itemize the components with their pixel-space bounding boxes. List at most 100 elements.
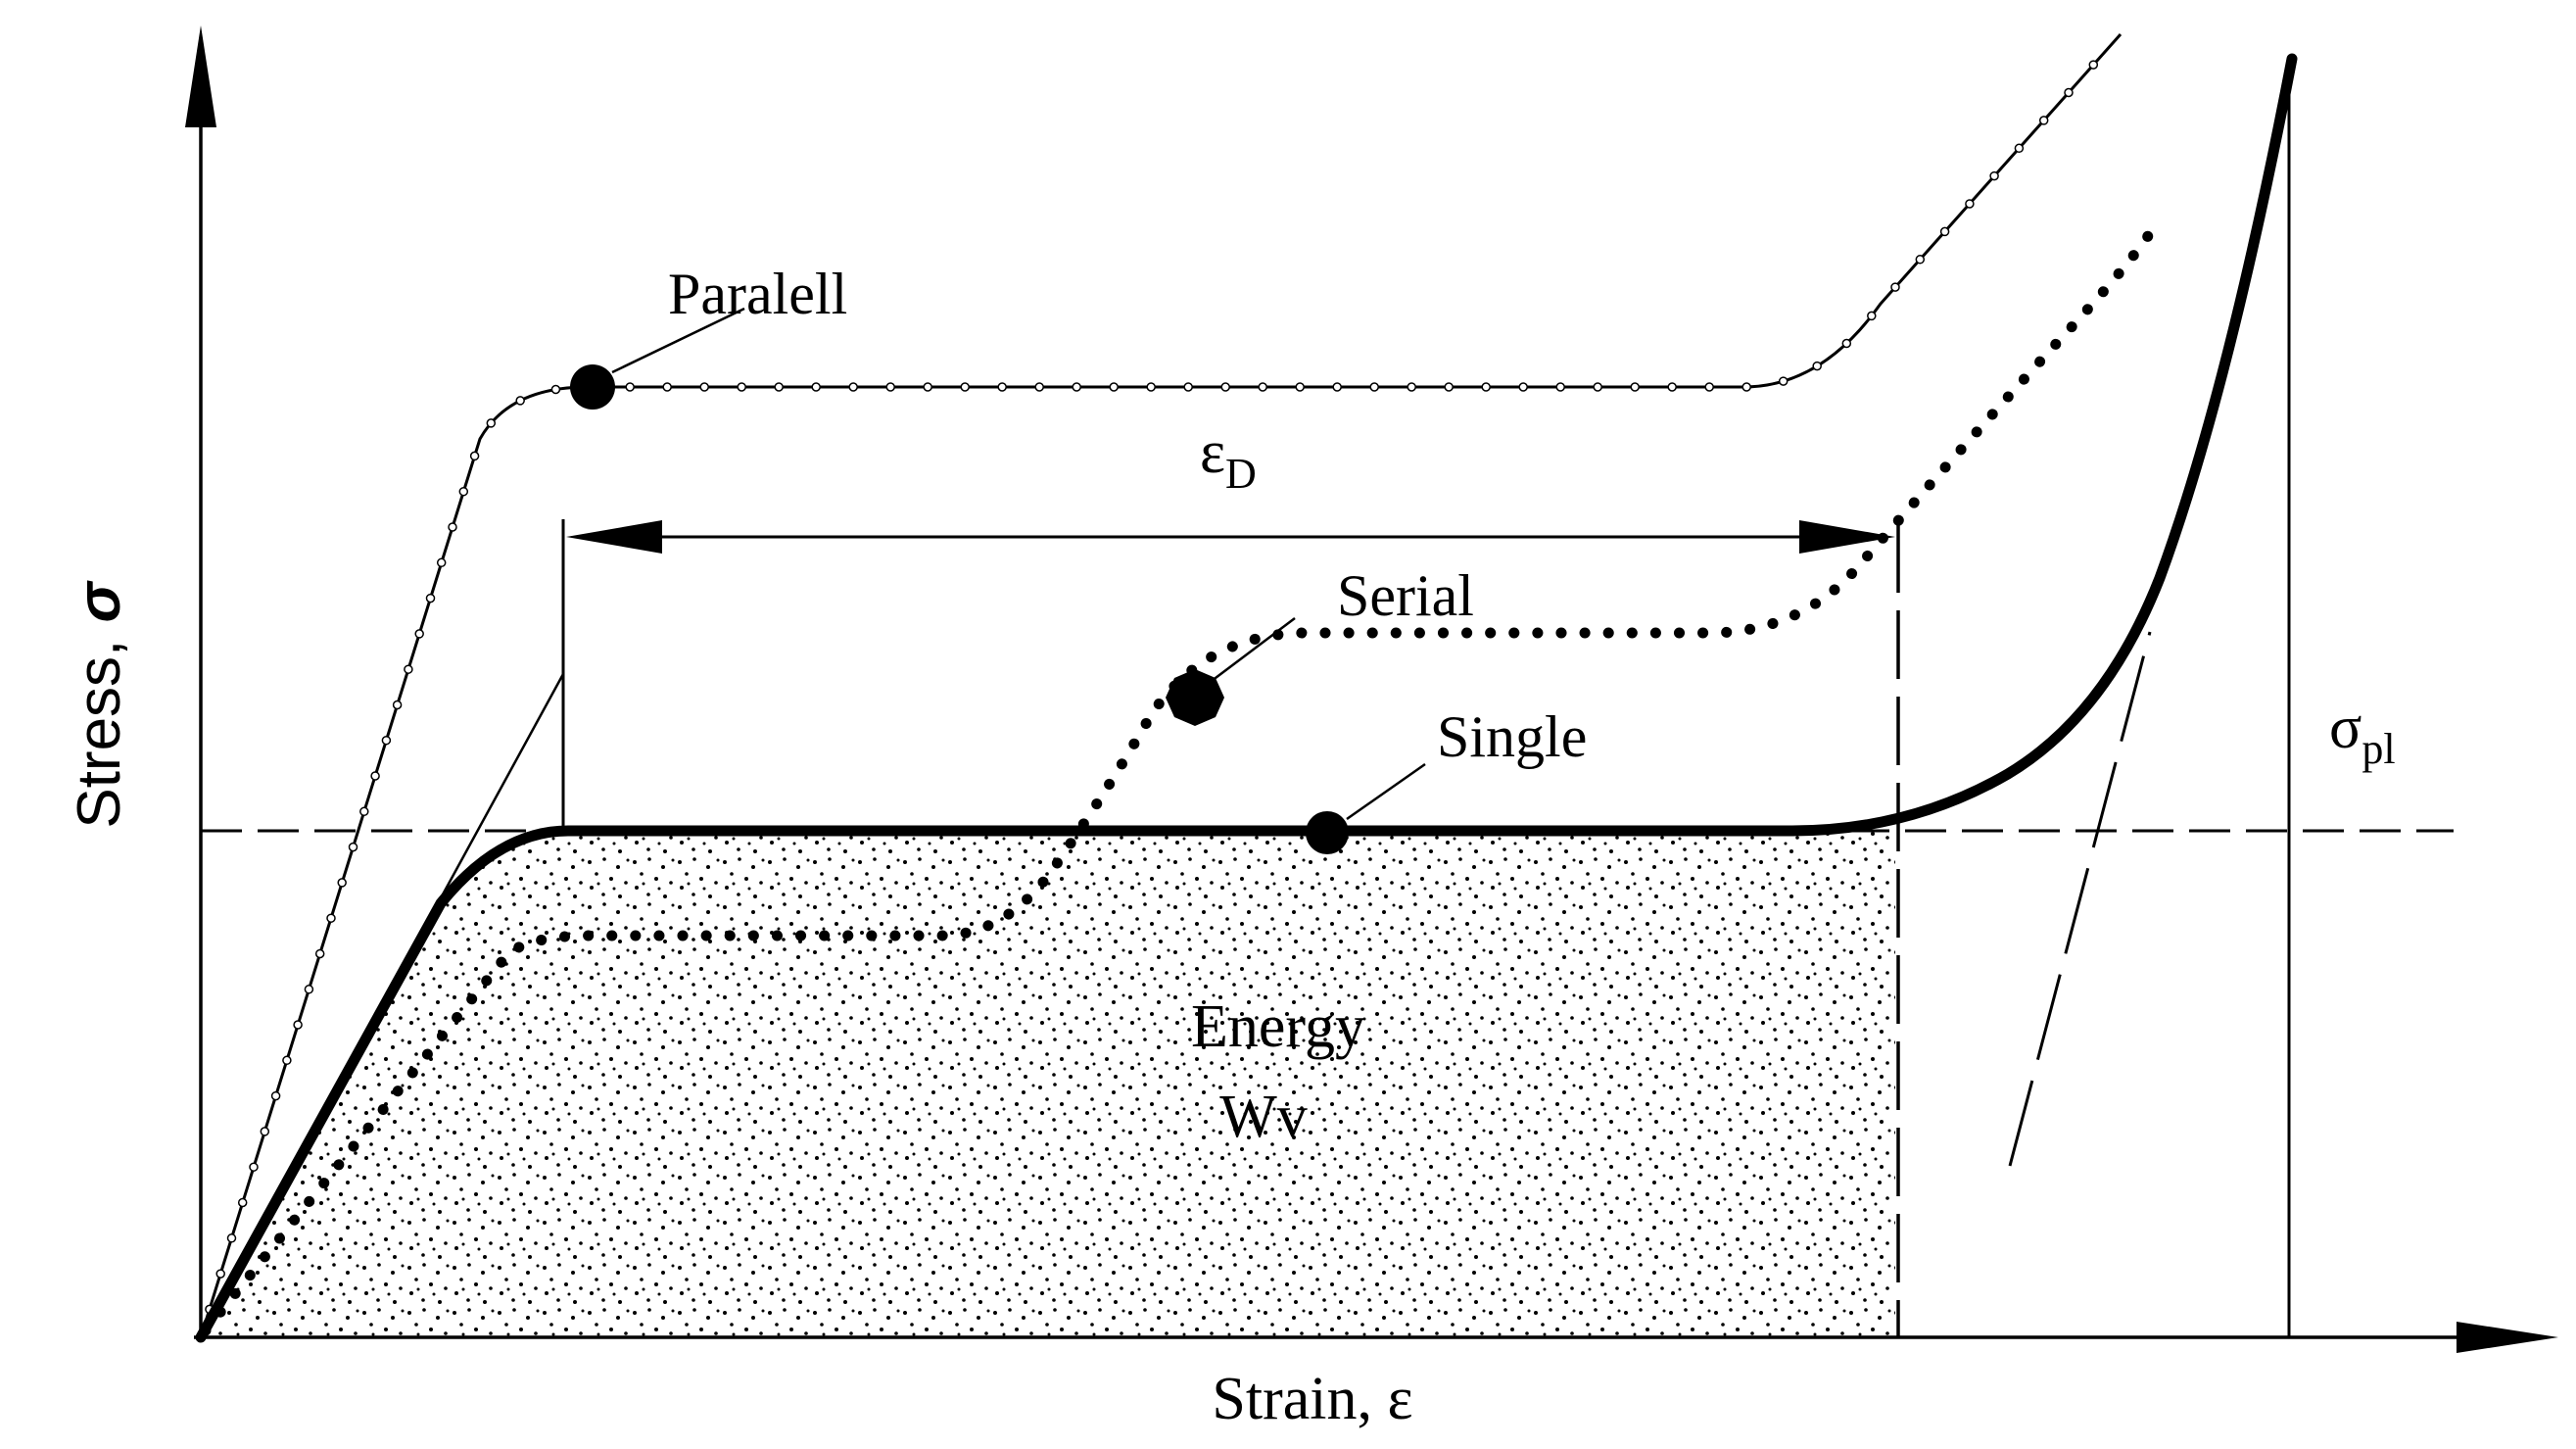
parallel-curve-marker [458, 486, 469, 497]
parallel-curve-marker [1444, 382, 1454, 392]
parallel-curve-marker [436, 557, 447, 568]
densification-dimension-arrow [566, 520, 1895, 554]
parallel-curve-marker [486, 418, 497, 428]
parallel-label: Paralell [668, 262, 847, 326]
axes [185, 25, 2558, 1353]
parallel-curve-marker [469, 451, 480, 461]
parallel-curve-marker [1295, 382, 1305, 392]
parallel-curve-marker [848, 382, 858, 392]
parallel-curve-marker [1593, 382, 1602, 392]
parallel-curve-marker [1332, 382, 1342, 392]
parallel-curve-marker [1072, 382, 1081, 392]
parallel-curve-marker [662, 382, 672, 392]
parallel-curve-marker [774, 382, 784, 392]
parallel-curve-marker [1369, 382, 1379, 392]
parallel-curve-marker [359, 806, 369, 817]
parallel-curve-marker [699, 382, 709, 392]
parallel-curve-marker [326, 913, 336, 923]
y-axis-label: Stress, σ [66, 579, 133, 828]
parallel-curve-marker [2088, 60, 2099, 70]
parallel-curve-marker [337, 878, 347, 888]
parallel-curve-marker [1989, 170, 1999, 181]
parallel-curve-marker [1481, 382, 1491, 392]
parallel-curve-marker [1704, 382, 1714, 392]
parallel-curve-marker [997, 382, 1007, 392]
densification-strain-symbol: ε [1200, 419, 1225, 486]
plateau-stress-symbol: σ [2329, 695, 2361, 761]
parallel-curve-marker [811, 382, 821, 392]
parallel-curve-marker [1841, 338, 1852, 349]
unloading-dashed-line [2008, 631, 2152, 1167]
parallel-curve-marker [314, 948, 325, 959]
parallel-curve-marker [1146, 382, 1156, 392]
densification-strain-label: εD [1200, 419, 1257, 498]
parallel-curve-markers [205, 60, 2099, 1315]
single-label: Single [1437, 704, 1587, 769]
parallel-curve-marker [249, 1162, 259, 1172]
parallel-curve-marker [370, 771, 380, 781]
energy-area [201, 830, 1895, 1337]
single-leader-line [1346, 762, 1426, 821]
serial-curve [200, 227, 2156, 1336]
parallel-curve-marker [448, 522, 457, 532]
x-axis-label: Strain, ε [1212, 1366, 1412, 1432]
densification-strain-subscript: D [1225, 450, 1257, 498]
parallel-curve-marker [1555, 382, 1565, 392]
parallel-curve-marker [1667, 382, 1677, 392]
serial-label: Serial [1337, 563, 1474, 628]
parallel-curve-marker [404, 664, 413, 674]
parallel-leader-line [611, 307, 745, 374]
parallel-curve-marker [260, 1127, 270, 1136]
energy-label-line2: Wv [1219, 1084, 1308, 1150]
parallel-point-marker [570, 364, 615, 410]
single-curve [195, 53, 2298, 1343]
x-axis-arrowhead [2457, 1322, 2558, 1353]
parallel-curve-marker [414, 629, 424, 639]
parallel-curve-marker [2014, 143, 2025, 154]
parallel-curve-marker [381, 735, 392, 746]
parallel-curve-marker [1258, 382, 1267, 392]
parallel-curve-marker [2038, 116, 2049, 125]
parallel-curve-marker [1939, 226, 1950, 237]
parallel-curve-marker [1915, 255, 1926, 265]
serial-leader-line [1211, 617, 1296, 682]
y-axis-label-symbol: σ [66, 579, 133, 622]
parallel-curve-marker [1034, 382, 1044, 392]
parallel-curve-marker [737, 382, 746, 392]
parallel-curve-marker [1890, 282, 1900, 292]
parallel-curve-marker [550, 384, 561, 395]
parallel-curve-marker [515, 396, 525, 406]
parallel-curve-marker [392, 700, 403, 710]
parallel-curve-marker [923, 382, 932, 392]
parallel-curve-marker [1407, 382, 1416, 392]
parallel-curve-marker [885, 382, 895, 392]
parallel-curve-marker [1965, 199, 1975, 209]
parallel-curve-marker [1812, 361, 1822, 371]
parallel-curve-marker [237, 1197, 248, 1208]
parallel-curve-marker [282, 1055, 292, 1066]
parallel-curve-marker [348, 842, 358, 852]
parallel-curve-marker [425, 593, 436, 604]
parallel-curve-marker [226, 1233, 237, 1243]
parallel-curve-marker [293, 1020, 303, 1030]
serial-point-marker [1166, 669, 1224, 726]
parallel-curve-marker [270, 1090, 281, 1101]
parallel-curve-marker [2064, 87, 2074, 98]
plateau-stress-label: σpl [2329, 695, 2396, 773]
dimension-arrowhead-right [1799, 520, 1895, 554]
parallel-curve-marker [304, 985, 314, 994]
y-axis-label-text: Stress, [66, 622, 133, 828]
plateau-stress-subscript: pl [2361, 725, 2395, 773]
parallel-curve-marker [1630, 382, 1640, 392]
y-axis-arrowhead [185, 25, 216, 127]
parallel-curve-marker [215, 1269, 225, 1279]
parallel-curve-marker [1778, 376, 1789, 386]
parallel-curve-marker [1220, 382, 1230, 392]
parallel-curve-marker [1109, 382, 1119, 392]
parallel-curve-marker [625, 382, 635, 392]
energy-label-line1: Energy [1191, 993, 1365, 1060]
parallel-curve-marker [1183, 382, 1193, 392]
parallel-curve-marker [1867, 311, 1877, 321]
parallel-curve-marker [960, 382, 970, 392]
